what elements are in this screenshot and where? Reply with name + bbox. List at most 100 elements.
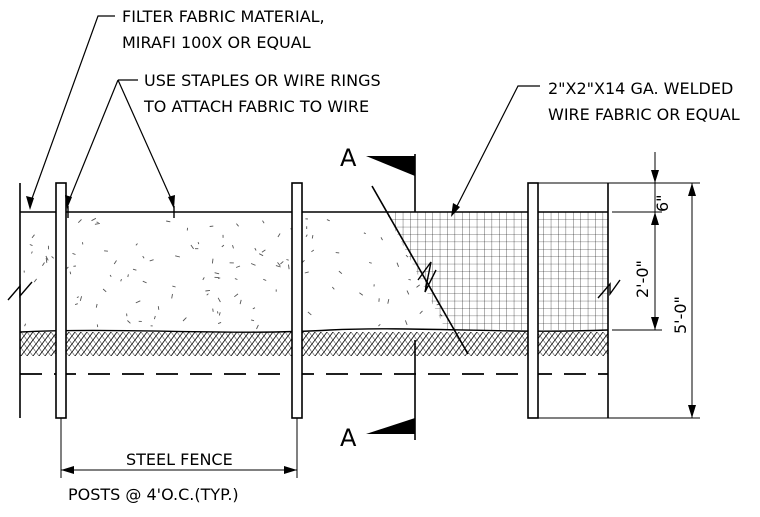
leader-staples-arrow-b xyxy=(168,195,175,209)
fabric-speckle xyxy=(234,278,238,280)
dim-arrow-spacing-right xyxy=(284,466,297,474)
fabric-speckle xyxy=(113,260,117,265)
break-line-mid xyxy=(417,261,437,293)
note-wire-fabric: 2"X2"X14 GA. WELDED WIRE FABRIC OR EQUAL xyxy=(548,79,740,124)
fabric-speckle xyxy=(197,241,200,245)
fabric-speckle xyxy=(149,259,154,262)
section-mark-top: A xyxy=(340,144,357,172)
fabric-speckle xyxy=(42,262,45,267)
dim-arrow-five-bottom xyxy=(688,405,696,418)
fabric-speckle xyxy=(378,323,381,327)
fabric-speckle xyxy=(51,256,55,259)
fabric-speckle xyxy=(135,243,138,246)
fabric-speckle xyxy=(234,293,239,298)
fabric-speckle xyxy=(363,232,366,235)
leader-staples-a xyxy=(67,79,119,204)
dim-six-inch-label: 6" xyxy=(653,194,672,212)
fabric-speckle xyxy=(288,264,290,270)
filter-fabric-area xyxy=(23,217,443,330)
fabric-speckle xyxy=(45,257,48,263)
fabric-speckle xyxy=(66,266,69,269)
break-line-right xyxy=(597,279,621,299)
fabric-speckle xyxy=(175,255,181,258)
fabric-speckle xyxy=(405,254,409,258)
fabric-speckle xyxy=(218,312,221,316)
fabric-speckle xyxy=(280,261,284,265)
dim-five-foot-label: 5'-0" xyxy=(671,296,690,334)
fabric-speckle xyxy=(182,317,187,322)
fabric-speckle xyxy=(239,299,242,305)
fabric-speckle xyxy=(157,306,160,310)
leader-filter-fabric xyxy=(29,15,115,205)
steel-post-1 xyxy=(55,182,67,419)
fabric-speckle xyxy=(166,220,171,223)
leader-staples-arrow-a xyxy=(65,195,72,209)
fabric-speckle xyxy=(387,299,390,304)
fabric-speckle xyxy=(127,274,129,278)
note-staples: USE STAPLES OR WIRE RINGS TO ATTACH FABR… xyxy=(143,71,386,116)
fabric-speckle xyxy=(142,255,145,259)
fabric-speckle xyxy=(311,235,314,239)
fabric-speckle xyxy=(29,244,33,247)
fabric-speckle xyxy=(102,288,107,293)
dim-arrow-spacing-left xyxy=(61,466,74,474)
fabric-speckle xyxy=(331,286,335,290)
fabric-speckle xyxy=(221,244,225,248)
fabric-speckle xyxy=(202,277,205,281)
fabric-speckle xyxy=(232,244,234,249)
section-mark-bottom: A xyxy=(340,424,357,452)
fabric-speckle xyxy=(76,296,79,299)
ground-line xyxy=(19,328,609,333)
fabric-speckle xyxy=(250,263,256,266)
fabric-speckle xyxy=(404,320,408,326)
break-line-left xyxy=(7,281,33,301)
post-spacing-label: STEEL FENCE xyxy=(126,450,233,469)
fabric-speckle xyxy=(261,249,266,253)
fabric-speckle xyxy=(258,253,264,257)
fabric-speckle xyxy=(217,277,221,279)
leader-wire-fabric-arrow xyxy=(451,203,460,217)
fabric-speckle xyxy=(205,289,211,292)
fabric-speckle xyxy=(132,268,137,271)
fabric-speckle xyxy=(286,259,289,261)
fabric-speckle xyxy=(120,278,122,282)
fabric-speckle xyxy=(275,265,281,268)
fabric-speckle xyxy=(127,320,131,324)
fabric-speckle xyxy=(72,252,76,255)
fabric-speckle xyxy=(171,293,173,299)
fabric-speckle xyxy=(277,233,281,238)
section-arrow-bottom xyxy=(366,418,415,434)
fabric-speckle xyxy=(94,222,100,225)
fabric-speckle xyxy=(45,255,49,261)
fabric-speckle xyxy=(214,272,220,275)
fabric-speckle xyxy=(263,278,267,281)
section-cut-line xyxy=(371,185,469,355)
fabric-speckle xyxy=(217,321,222,325)
dim-two-foot-label: 2'-0" xyxy=(633,260,652,298)
fabric-speckle xyxy=(135,300,141,304)
fabric-speckle xyxy=(212,308,214,312)
fabric-speckle xyxy=(217,297,221,303)
fabric-speckle xyxy=(305,234,308,238)
fabric-speckle xyxy=(304,271,309,274)
fabric-speckle xyxy=(254,247,257,251)
fabric-speckle xyxy=(416,284,420,288)
fabric-speckle xyxy=(252,307,256,310)
fabric-speckle xyxy=(172,285,176,288)
fabric-speckle xyxy=(338,270,343,275)
fabric-speckle xyxy=(190,244,194,250)
fabric-speckle xyxy=(91,217,97,222)
fabric-speckle xyxy=(406,290,410,295)
leader-staples-b xyxy=(117,79,174,204)
dim-arrow-five-top xyxy=(688,183,696,196)
post-spacing-sub-label: POSTS @ 4'O.C.(TYP.) xyxy=(68,485,239,504)
fabric-speckle xyxy=(69,271,72,275)
fabric-speckle xyxy=(33,278,37,283)
leader-wire-fabric xyxy=(453,85,540,213)
fabric-speckle xyxy=(307,311,312,316)
dim-arrow-two-bottom xyxy=(651,317,659,330)
fabric-speckle xyxy=(380,237,383,241)
fabric-speckle xyxy=(79,296,83,302)
fabric-speckle xyxy=(206,293,209,296)
fabric-speckle xyxy=(96,221,99,224)
